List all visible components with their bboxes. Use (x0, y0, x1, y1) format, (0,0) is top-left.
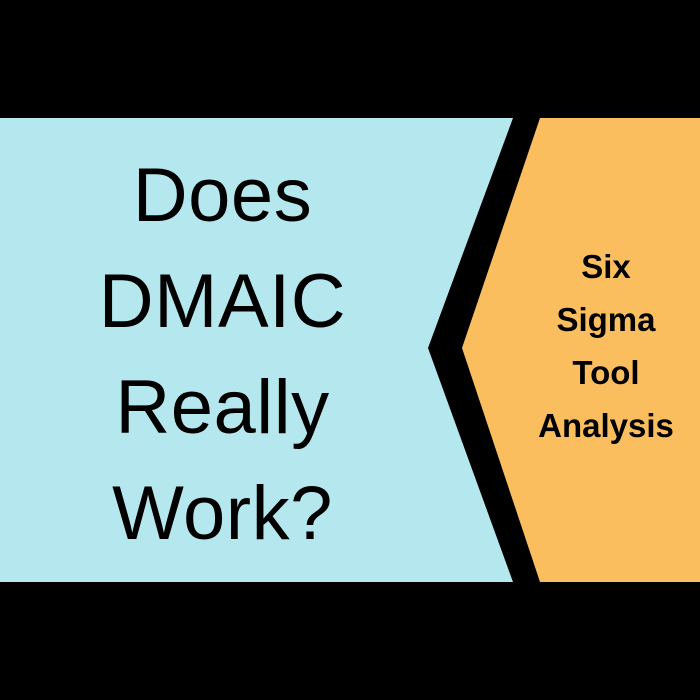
headline-line-4: Work? (112, 471, 333, 556)
label-text-block: Six Sigma Tool Analysis (515, 240, 697, 452)
headline-line-3: Really (115, 365, 330, 450)
right-panel-shape (462, 118, 700, 582)
label-line-1: Six (581, 248, 631, 285)
headline-line-2: DMAIC (98, 259, 347, 344)
headline-text-block: Does DMAIC Really Work? (0, 143, 445, 567)
label-line-2: Sigma (556, 301, 656, 338)
headline-line-1: Does (132, 153, 313, 238)
label-line-4: Analysis (538, 407, 674, 444)
label-line-3: Tool (572, 354, 640, 391)
left-panel-shape (0, 118, 513, 582)
